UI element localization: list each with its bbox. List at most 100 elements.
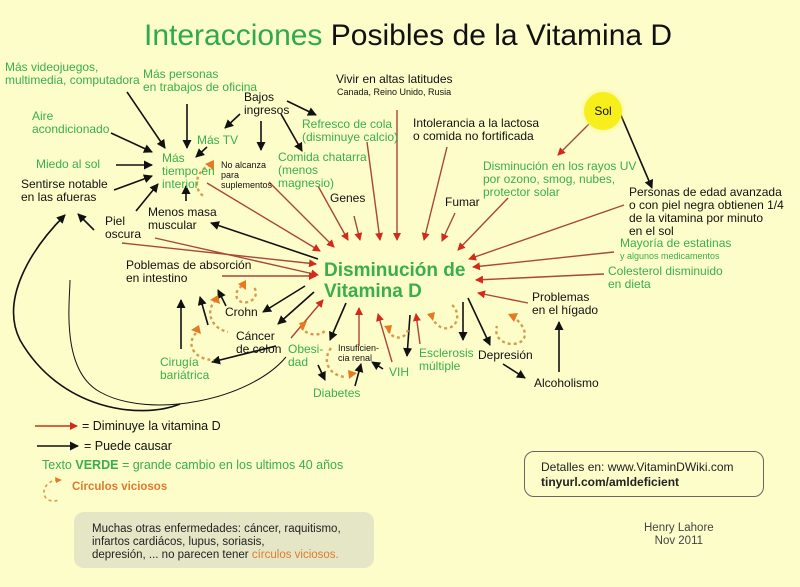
node-text: Esclerosis (419, 346, 474, 360)
node-mas-tiempo: Más tiempo en interior (162, 152, 215, 191)
arrow-edad-center (468, 204, 625, 261)
node-aire: Aire acondicionado (32, 110, 109, 136)
node-obesidad: Obesi- dad (288, 343, 323, 369)
note-line3-orange: círculos viciosos. (251, 549, 339, 561)
node-text: en el hígado (532, 303, 599, 317)
note-line1: Muchas otras enfermedades: cáncer, raqui… (92, 523, 341, 535)
arrow-estatinas-center (472, 251, 615, 271)
arrow-vih-renal (371, 361, 384, 371)
node-text: Problemas (532, 290, 590, 304)
arrow-center-depresion2 (467, 297, 491, 346)
arrow-center-crohn (262, 285, 306, 313)
node-text: interior (162, 177, 199, 191)
arrow-fumar-center (441, 212, 456, 242)
circle-head (238, 280, 246, 290)
node-text: Comida chatarra (278, 150, 367, 164)
vicious-circle-heads (191, 160, 518, 379)
arrow-piel-center (154, 237, 319, 278)
node-text: por ozono, smog, nubes, (483, 172, 616, 186)
legend-green-prefix: Texto (42, 458, 72, 472)
title-black: Posibles de la Vitamina D (330, 19, 673, 52)
arrow-videojuegos-tiempo (126, 91, 166, 149)
node-latitudes-sub: Canada, Reino Unido, Rusia (337, 87, 452, 97)
node-text: ingresos (244, 103, 290, 117)
arrow-aire-tiempo (110, 132, 153, 153)
sun-node: Sol (584, 92, 622, 130)
circle-head (427, 312, 435, 321)
black-arrows (12, 91, 653, 412)
center-line1: Disminución de (324, 260, 466, 281)
node-cirugia: Cirugía bariátrica (160, 356, 209, 382)
arrow-intolerancia-center (421, 146, 448, 241)
center-line2: Vitamina D (324, 281, 422, 302)
info-link-wiki[interactable]: Detalles en: www.VitaminDWiki.com (541, 460, 734, 474)
sun-label: Sol (594, 104, 612, 118)
node-vivir-latitudes: Vivir en altas latitudes (336, 72, 453, 86)
info-link-tinyurl[interactable]: tinyurl.com/amldeficient (541, 475, 680, 489)
arrow-diabetes-renal (354, 363, 364, 387)
arrow-vih-center (376, 313, 393, 363)
node-text: Cirugía (160, 355, 199, 369)
legend-green-text: Texto VERDE = grande cambio en los ultim… (42, 458, 343, 472)
node-text: Colesterol disminuido (608, 264, 723, 278)
node-fumar: Fumar (445, 195, 480, 209)
node-text: (menos (278, 163, 319, 177)
node-text: en trabajos de oficina (143, 80, 258, 94)
node-text: protector solar (483, 185, 560, 199)
node-depresion: Depresión (478, 348, 533, 362)
node-text: Poblemas de absorción (126, 258, 252, 272)
node-text: Insuficien- (338, 343, 380, 353)
arrow-sol-uv (557, 123, 590, 156)
credit-date: Nov 2011 (654, 535, 704, 547)
node-colesterol: Colesterol disminuido en dieta (608, 265, 723, 291)
arrow-tv-tiempo (195, 146, 208, 158)
arrow-ingresos-comida (280, 113, 303, 152)
arrow-colon-cirugia (211, 345, 277, 365)
circle-vih (386, 329, 410, 339)
arrow-crohn-absorcion (217, 289, 227, 307)
credit-author: Henry Lahore (644, 522, 714, 534)
circle-head (191, 325, 201, 334)
node-bajos-ingresos: Bajos ingresos (244, 91, 289, 117)
arrow-piel-center2 (121, 242, 317, 268)
node-text: en intestino (126, 271, 188, 285)
node-refresco: Refresco de cola (disminuye calcio) (302, 118, 398, 144)
node-text: o con piel negra obtienen 1/4 (629, 198, 784, 212)
title-green: Interacciones (144, 19, 323, 52)
node-text: Aire (32, 109, 54, 123)
node-text: acondicionado (32, 122, 110, 136)
note-box: Muchas otras enfermedades: cáncer, raqui… (74, 512, 374, 568)
circle-depresion (495, 319, 526, 346)
circle-absorcion (235, 284, 258, 304)
arrow-sentirse-tiempo (113, 174, 153, 191)
credit: Henry Lahore Nov 2011 (644, 522, 714, 548)
node-text: Cáncer (236, 329, 275, 343)
arrow-center-vih (403, 314, 413, 357)
circle-head (508, 313, 518, 322)
node-insuficiencia: Insuficien- cia renal (338, 343, 379, 363)
note-line2: infartos cardiácos, lupus, soriasis, (92, 536, 265, 548)
node-diabetes: Diabetes (313, 386, 361, 400)
node-text: en las afueras (21, 190, 97, 204)
center-node: Disminución de Vitamina D (324, 260, 465, 302)
node-text: Bajos (244, 90, 275, 104)
arrow-tiempo-center (206, 182, 321, 252)
node-text: en dieta (608, 277, 651, 291)
node-alcoholismo: Alcoholismo (534, 376, 599, 390)
legend-green-bold: VERDE (75, 458, 119, 472)
arrow-esclerosis-center (412, 313, 421, 345)
node-absorcion: Poblemas de absorción en intestino (126, 259, 251, 285)
arrow-sol-edad (619, 112, 653, 189)
node-text: muscular (148, 218, 197, 232)
arrow-piel-tiempo (135, 183, 159, 212)
page-title: Interacciones Posibles de la Vitamina D (144, 18, 672, 54)
circle-esclerosis (430, 302, 459, 330)
note-line3-prefix: depresión, ... no parecen tener (92, 549, 249, 561)
node-disminucion-uv: Disminución en los rayos UV por ozono, s… (483, 160, 636, 199)
node-intolerancia: Intolerancia a la lactosa o comida no fo… (413, 117, 539, 143)
arrow-center-masa (210, 221, 319, 260)
arrow-cirugia-sentirse (12, 214, 181, 412)
circle-head (205, 160, 214, 170)
node-comida-chatarra: Comida chatarra (menos magnesio) (278, 151, 367, 190)
arrow-obesidad-center (290, 299, 324, 339)
